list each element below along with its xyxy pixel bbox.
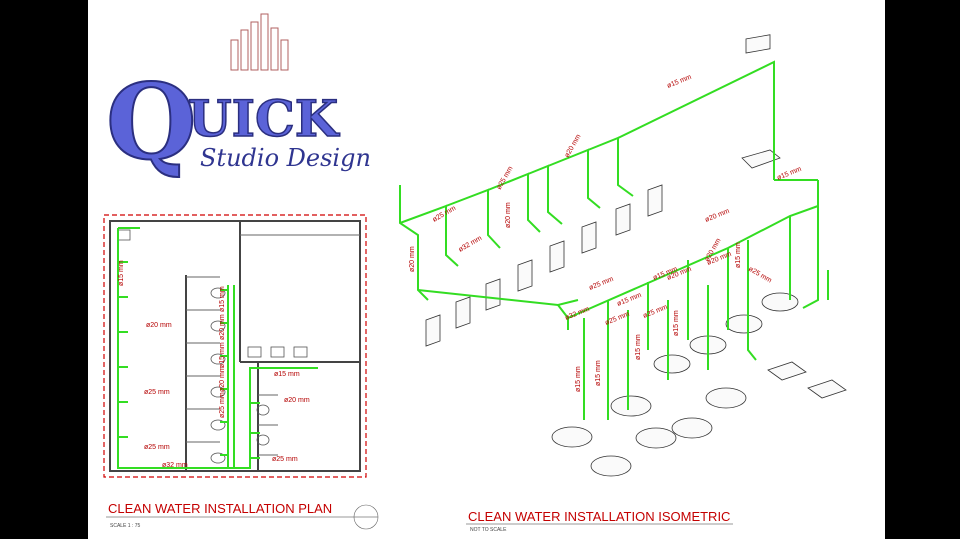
iso-fixtures	[425, 34, 847, 477]
iso-label: ø15 mm	[673, 310, 680, 336]
iso-pipes	[399, 60, 829, 420]
logo: Q UICK Studio Design	[105, 13, 371, 184]
iso-label: ø25 mm	[642, 304, 669, 320]
floor-plan: ø15 mm ø20 mm ø25 mm ø25 mm ø32 mm ø15 m…	[103, 214, 379, 530]
iso-label: ø25 mm	[496, 165, 515, 191]
iso-label: ø20 mm	[704, 208, 731, 224]
iso-label: ø32 mm	[458, 235, 484, 254]
isometric-view: ø15 mm ø20 mm ø25 mm ø20 mm ø25 mm ø32 m…	[399, 34, 847, 533]
iso-label: ø25 mm	[747, 266, 773, 285]
plan-label: ø15 mm	[219, 342, 226, 368]
plan-boundary	[103, 214, 367, 478]
iso-label: ø15 mm	[575, 366, 582, 392]
logo-letters-uick: UICK	[188, 89, 340, 148]
iso-label: ø15 mm	[595, 360, 602, 386]
logo-bars	[230, 13, 289, 71]
plan-scale-note: SCALE 1 : 75	[110, 523, 141, 529]
plan-label: ø20 mm	[219, 366, 226, 392]
drawing-sheet: Q UICK Studio Design	[88, 0, 885, 539]
plan-label: ø15 mm	[274, 371, 300, 378]
plan-label: ø20 mm	[284, 397, 310, 404]
iso-label: ø15 mm	[635, 334, 642, 360]
drawing-canvas: Q UICK Studio Design	[103, 13, 847, 533]
plan-partitions	[186, 234, 360, 456]
plan-label: ø20 mm	[219, 314, 226, 340]
plan-pipe-labels: ø15 mm ø20 mm ø25 mm ø25 mm ø32 mm ø15 m…	[118, 260, 310, 469]
plan-title-block: CLEAN WATER INSTALLATION PLAN SCALE 1 : …	[106, 501, 379, 530]
north-arrow-icon	[353, 504, 379, 530]
plan-label: ø15 mm	[118, 260, 125, 286]
plan-label: ø15 mm	[219, 286, 226, 312]
logo-subtitle: Studio Design	[200, 144, 371, 172]
iso-label: ø32 mm	[564, 306, 591, 322]
plan-label: ø25 mm	[219, 392, 226, 418]
plan-label: ø25 mm	[144, 389, 170, 396]
plan-label: ø25 mm	[144, 444, 170, 451]
plan-label: ø20 mm	[146, 322, 172, 329]
iso-pipe-labels: ø15 mm ø20 mm ø25 mm ø20 mm ø25 mm ø32 m…	[409, 74, 803, 392]
iso-label: ø20 mm	[409, 246, 416, 272]
iso-title-block: CLEAN WATER INSTALLATION ISOMETRIC NOT T…	[466, 509, 733, 533]
plan-label: ø25 mm	[272, 456, 298, 463]
plan-fixtures	[117, 229, 308, 464]
plan-walls	[109, 220, 361, 472]
plan-pipes	[117, 227, 318, 469]
iso-scale-note: NOT TO SCALE	[470, 527, 507, 533]
plan-title: CLEAN WATER INSTALLATION PLAN	[108, 501, 332, 516]
iso-title: CLEAN WATER INSTALLATION ISOMETRIC	[468, 509, 730, 524]
plan-label: ø32 mm	[162, 462, 188, 469]
iso-label: ø20 mm	[505, 202, 512, 228]
iso-label: ø15 mm	[735, 242, 742, 268]
iso-label: ø25 mm	[588, 276, 615, 292]
iso-label: ø15 mm	[666, 74, 693, 90]
logo-letter-q: Q	[106, 60, 197, 183]
